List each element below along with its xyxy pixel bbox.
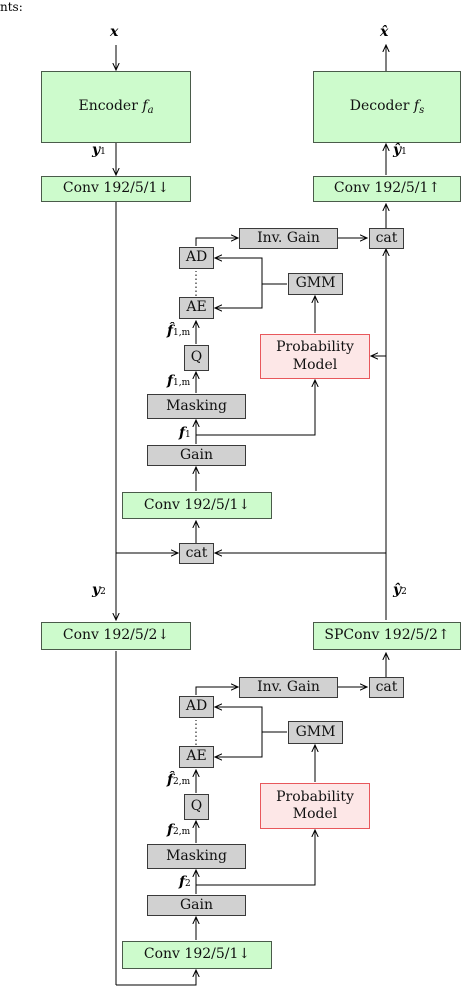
- s2-f-m-label: f2,m: [167, 822, 190, 838]
- s2-f-m-symbol: f: [167, 822, 174, 838]
- y1-hat-sub: 1: [401, 147, 407, 157]
- y2-symbol: y: [92, 582, 101, 598]
- encoder-fn-sub: a: [147, 104, 154, 116]
- s2-gmm: GMM: [288, 721, 343, 744]
- s1-inv-gain: Inv. Gain: [239, 228, 338, 249]
- edge-s2-trunk-conv: [116, 970, 196, 986]
- s1-cat-bottom: cat: [179, 543, 214, 564]
- s2-fhat-m-symbol: f̂: [167, 772, 174, 788]
- edge-s1-ad-inv: [195, 238, 238, 246]
- s1-f-m-symbol: f: [167, 373, 174, 389]
- s2-f-sub: 2: [185, 879, 191, 889]
- s1-ad: AD: [179, 247, 214, 269]
- edge-s2-ad-inv: [195, 687, 238, 695]
- s2-conv-inner: Conv 192/5/1↓: [122, 941, 272, 969]
- y2-label: y2: [92, 582, 106, 598]
- encoder-fn: f: [142, 98, 148, 115]
- s1-f-symbol: f: [179, 425, 186, 441]
- s1-f-m-label: f1,m: [167, 373, 190, 389]
- s1-q: Q: [184, 345, 209, 371]
- s2-f-m-sub: 2,m: [173, 827, 191, 837]
- s1-ae: AE: [179, 297, 214, 319]
- y1-hat-symbol: ŷ: [393, 142, 402, 158]
- decoder-fn-sub: s: [419, 104, 425, 116]
- edge-s2-f-prob: [196, 830, 315, 886]
- s2-probability-model: Probability Model: [260, 783, 370, 829]
- edge-s1-gmm-ae: [215, 283, 287, 308]
- s1-f-sub: 1: [185, 430, 191, 440]
- y2-hat-sub: 2: [401, 587, 407, 597]
- s2-fhat-m-sub: 2,m: [173, 777, 191, 787]
- edge-s1-f-prob: [196, 380, 315, 436]
- s2-fhat-m-label: f̂2,m: [167, 772, 190, 788]
- edge-s2-gmm-ad: [215, 707, 263, 732]
- input-x-label: x: [110, 24, 119, 40]
- s1-fhat-m-symbol: f̂: [167, 323, 174, 339]
- s2-f-label: f2: [179, 874, 191, 890]
- s2-inv-gain: Inv. Gain: [239, 677, 338, 698]
- y1-symbol: y: [92, 142, 101, 158]
- s2-conv-in: Conv 192/5/2↓: [41, 622, 191, 650]
- y2-sub: 2: [100, 587, 106, 597]
- s2-gain: Gain: [147, 895, 246, 916]
- s2-f-symbol: f: [179, 874, 186, 890]
- s1-fhat-m-sub: 1,m: [173, 328, 191, 338]
- encoder-label: Encoder: [78, 98, 138, 115]
- caption-fragment: nts:: [0, 0, 23, 14]
- s2-ae: AE: [179, 746, 214, 768]
- s2-cat-top: cat: [369, 677, 404, 698]
- s1-fhat-m-label: f̂1,m: [167, 323, 190, 339]
- y1-hat-label: ŷ1: [393, 142, 407, 158]
- edge-s1-gmm-ad: [215, 258, 263, 284]
- s1-conv-in: Conv 192/5/1↓: [41, 176, 191, 202]
- y2-hat-symbol: ŷ: [393, 582, 402, 598]
- s2-ad: AD: [179, 696, 214, 718]
- edge-s2-gmm-ae: [215, 731, 287, 757]
- s1-cat-top: cat: [369, 228, 404, 249]
- s1-f-m-sub: 1,m: [173, 378, 191, 388]
- s1-conv-out: Conv 192/5/1↑: [313, 176, 461, 202]
- s2-q: Q: [184, 794, 209, 820]
- s2-masking: Masking: [147, 844, 246, 869]
- s1-gain: Gain: [147, 445, 246, 466]
- s1-masking: Masking: [147, 394, 246, 419]
- y1-label: y1: [92, 142, 106, 158]
- y1-sub: 1: [100, 147, 106, 157]
- y2-hat-label: ŷ2: [393, 582, 407, 598]
- s1-conv-inner: Conv 192/5/1↓: [122, 492, 272, 519]
- s1-f-label: f1: [179, 425, 191, 441]
- decoder-fn: f: [413, 98, 420, 115]
- s2-conv-out: SPConv 192/5/2↑: [313, 622, 461, 650]
- s1-probability-model: Probability Model: [260, 334, 370, 379]
- output-xhat-label: x̂: [380, 24, 389, 40]
- s1-gmm: GMM: [288, 273, 343, 295]
- decoder-label: Decoder: [349, 98, 410, 115]
